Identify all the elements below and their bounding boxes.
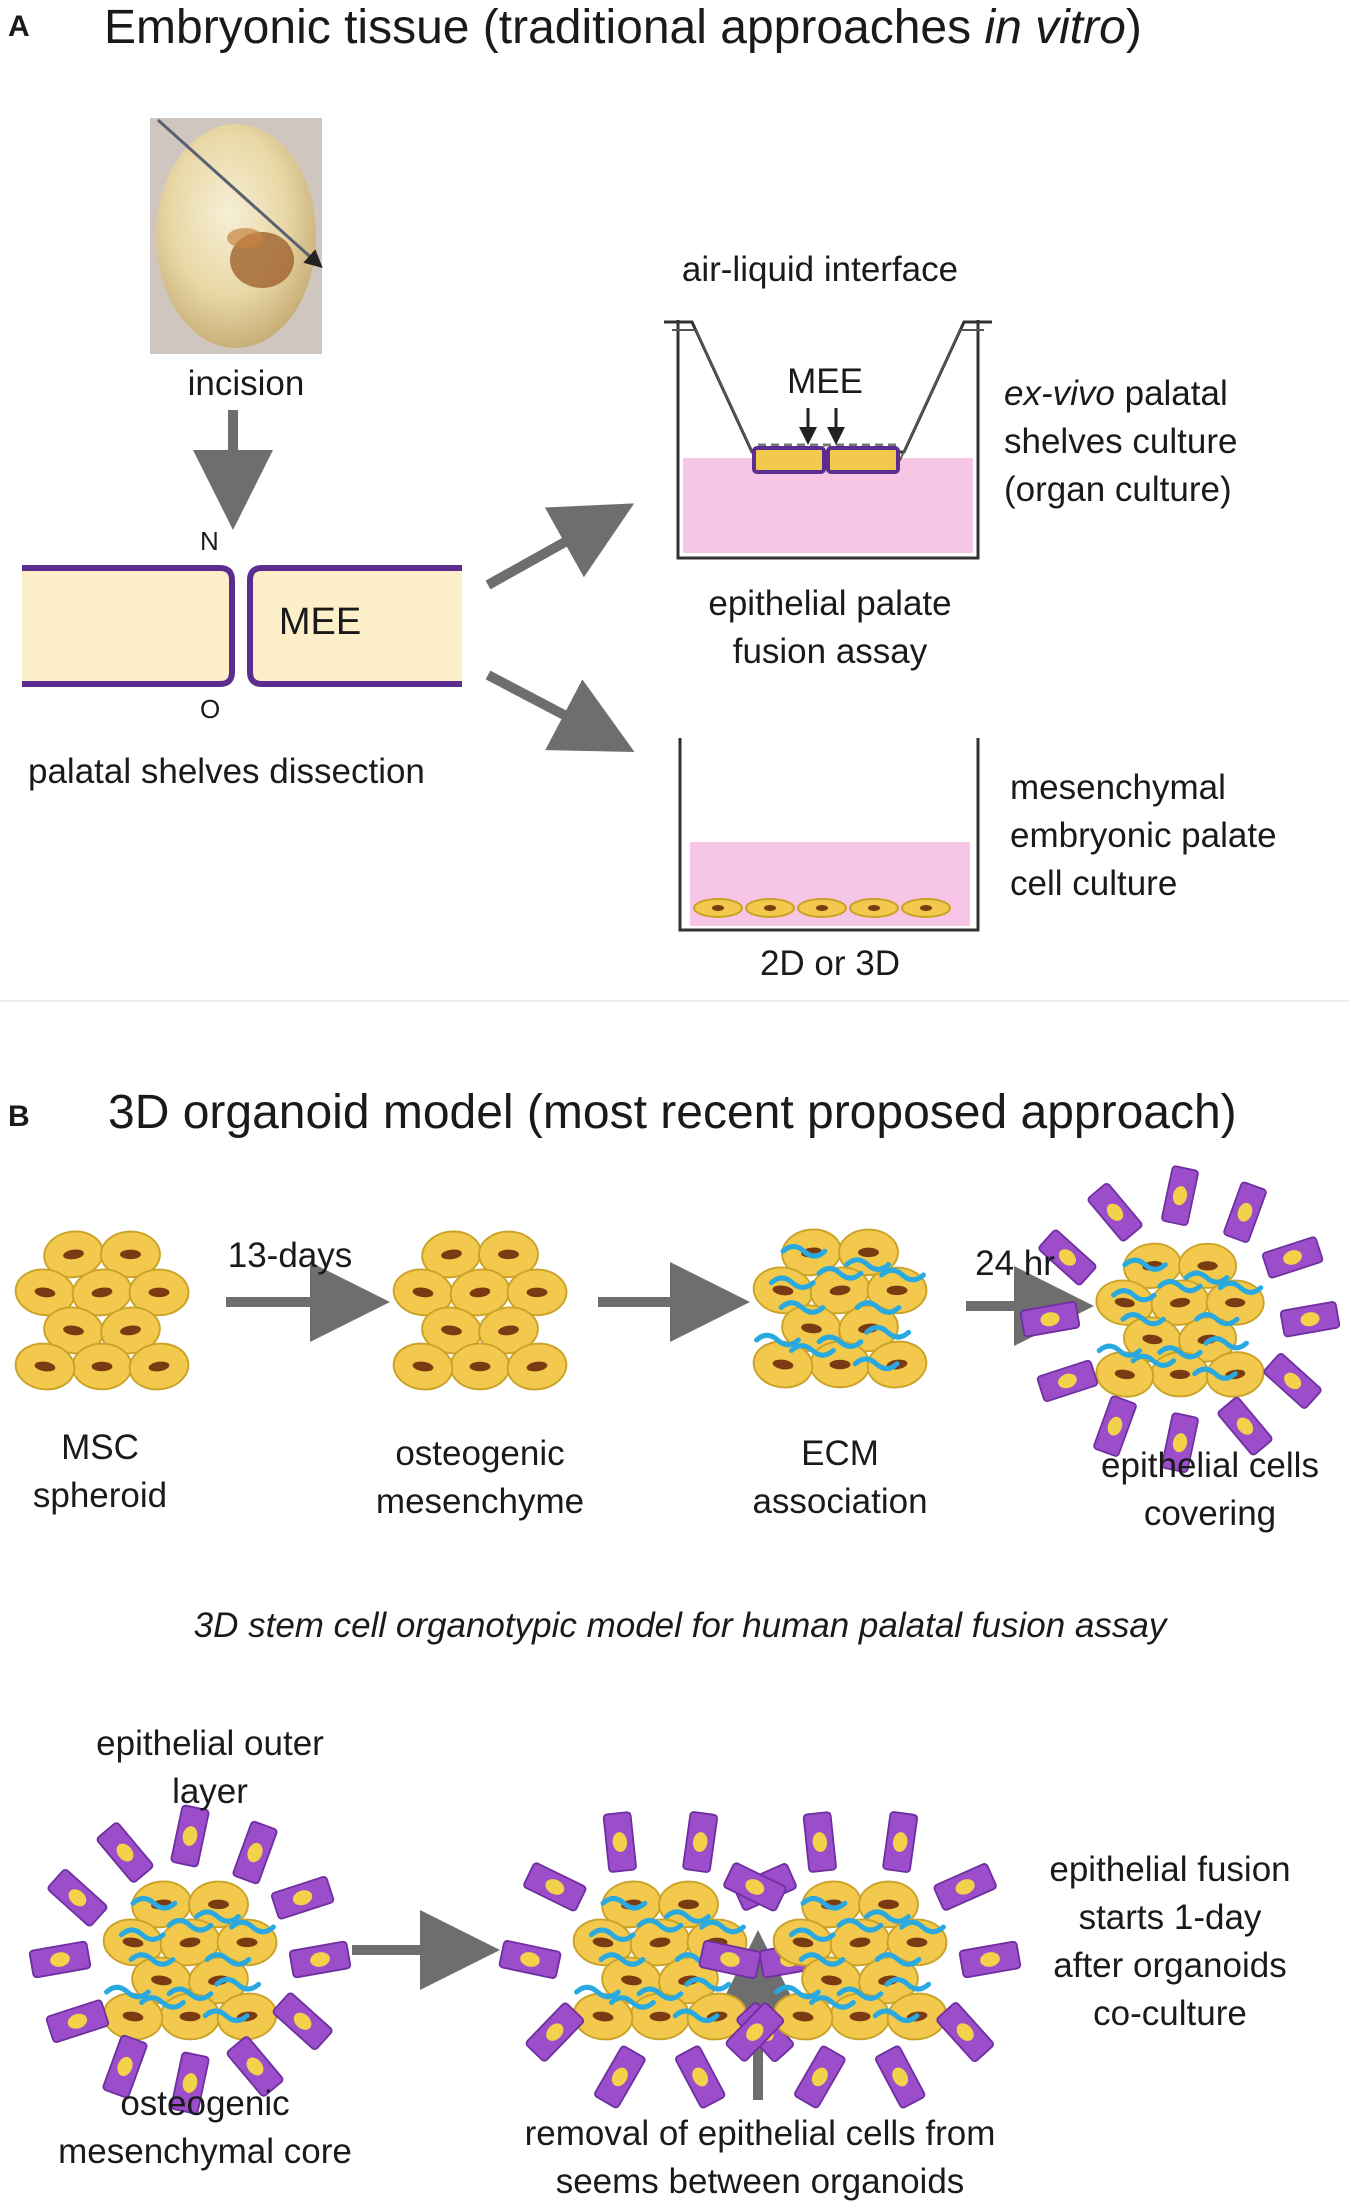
exvivo-label-2: shelves culture xyxy=(1004,422,1238,461)
removal-label-2: seems between organoids xyxy=(555,2162,965,2201)
outer-layer-label-1: epithelial outer xyxy=(96,1724,324,1763)
fusion-label-2: starts 1-day xyxy=(1078,1898,1262,1937)
single-organoid xyxy=(28,1804,352,2115)
epithelial-covered-organoid xyxy=(1019,1164,1341,1474)
osteogenic-mesenchyme-spheroid xyxy=(389,1226,571,1395)
core-label-2: mesenchymal core xyxy=(58,2132,352,2171)
fusing-organoid-right xyxy=(698,1810,1022,2110)
fusing-organoid-left xyxy=(498,1810,822,2110)
fusion-label-4: co-culture xyxy=(1093,1994,1247,2033)
fusion-assay-label-1: epithelial palate xyxy=(708,584,952,623)
exvivo-label-3: (organ culture) xyxy=(1004,470,1232,509)
mesenchymal-label-1: mesenchymal xyxy=(1010,768,1226,807)
arrow-to-cell-culture xyxy=(485,670,635,752)
fusion-label-1: epithelial fusion xyxy=(1049,1850,1291,1889)
exvivo-rest: palatal xyxy=(1114,374,1228,413)
arrow-13-days-label: 13-days xyxy=(227,1236,353,1275)
two-d-label: 2D or 3D xyxy=(759,944,901,983)
incision-line xyxy=(156,118,323,269)
panel-a-letter: A xyxy=(8,10,30,43)
stage-msc-label-2: spheroid xyxy=(32,1476,168,1515)
exvivo-label-1: ex-vivo palatal xyxy=(1004,370,1228,418)
fusion-assay-label-2: fusion assay xyxy=(732,632,928,671)
panel-a-title-end: ) xyxy=(1125,1,1142,54)
air-liquid-label: air-liquid interface xyxy=(681,250,959,289)
arrow-to-organ-culture xyxy=(485,503,635,590)
ecm-association-spheroid xyxy=(749,1224,931,1393)
stage-epithelial-label-1: epithelial cells xyxy=(1101,1446,1319,1485)
panel-divider xyxy=(0,1000,1350,1002)
mee-small-label: MEE xyxy=(787,362,863,401)
stage-osteogenic-label-1: osteogenic xyxy=(395,1434,565,1473)
panel-b-letter: B xyxy=(8,1100,30,1133)
organotypic-caption: 3D stem cell organotypic model for human… xyxy=(193,1606,1167,1645)
exvivo-italic: ex-vivo xyxy=(1004,374,1115,413)
stage-osteogenic-label-2: mesenchyme xyxy=(375,1482,585,1521)
stage-ecm-label-2: association xyxy=(752,1482,928,1521)
stage-epithelial-label-2: covering xyxy=(1143,1494,1277,1533)
transwell-diagram xyxy=(664,320,992,560)
panel-b-title: 3D organoid model (most recent proposed … xyxy=(108,1086,1237,1139)
organoid-spheroids xyxy=(11,1164,1341,2115)
fusion-label-3: after organoids xyxy=(1053,1946,1287,1985)
incision-label: incision xyxy=(187,364,305,403)
panel-a-title: Embryonic tissue (traditional approaches… xyxy=(104,0,1142,55)
panel-a-title-italic: in vitro xyxy=(984,1,1126,54)
mesenchymal-label-3: cell culture xyxy=(1010,864,1178,903)
stage-msc-label-1: MSC xyxy=(61,1428,139,1467)
core-label-1: osteogenic xyxy=(120,2084,290,2123)
o-label: O xyxy=(200,694,221,724)
mee-label: MEE xyxy=(278,601,362,643)
mesenchymal-label-2: embryonic palate xyxy=(1010,816,1277,855)
panel-a-title-text: Embryonic tissue (traditional approaches xyxy=(104,1,985,54)
cell-culture-well xyxy=(678,738,980,932)
embryo-photo xyxy=(150,118,323,354)
palatal-shelves xyxy=(22,565,462,687)
outer-layer-label-2: layer xyxy=(172,1772,248,1811)
stage-ecm-label-1: ECM xyxy=(801,1434,879,1473)
dissection-label: palatal shelves dissection xyxy=(28,752,425,791)
n-label: N xyxy=(200,526,219,556)
arrow-24-hr-label: 24 hr xyxy=(975,1244,1055,1283)
removal-label-1: removal of epithelial cells from xyxy=(524,2114,996,2153)
msc-spheroid xyxy=(11,1226,193,1395)
